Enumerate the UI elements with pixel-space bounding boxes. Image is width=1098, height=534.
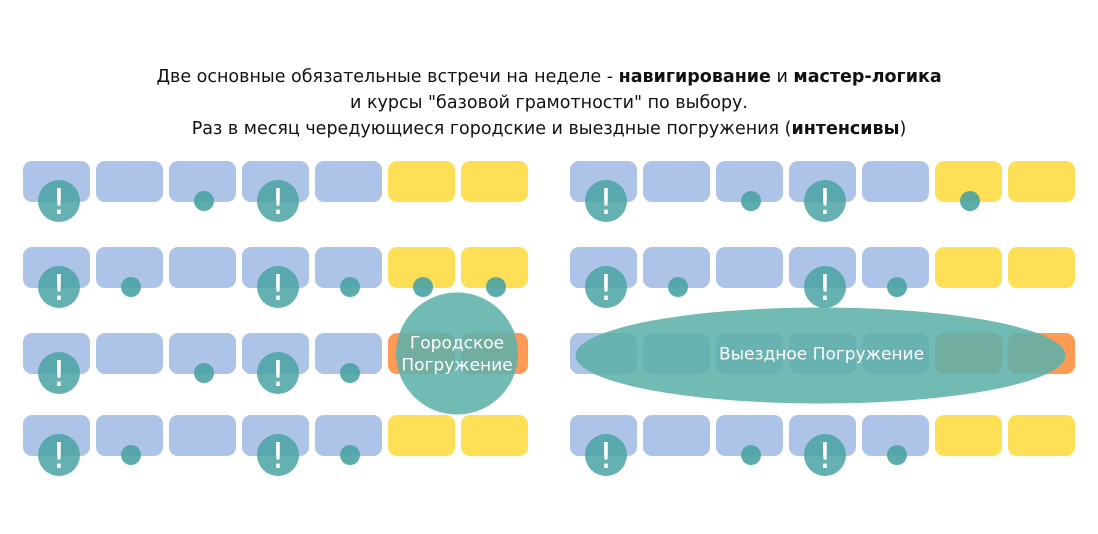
day-cell-weekday: [315, 333, 382, 374]
day-cell-weekday: [315, 415, 382, 456]
day-cell-weekday: [169, 247, 236, 288]
mandatory-meeting-marker: [257, 266, 299, 308]
day-cell-weekday: [96, 247, 163, 288]
day-cell-weekend: [388, 161, 455, 202]
exclamation-icon: !: [599, 182, 613, 223]
course-marker: [194, 191, 214, 211]
mandatory-meeting-marker: [804, 180, 846, 222]
exclamation-icon: !: [271, 436, 285, 477]
day-cell-weekday: [862, 247, 929, 288]
caption-text: ): [899, 119, 907, 139]
exclamation-icon: !: [52, 182, 66, 223]
course-marker: [340, 363, 360, 383]
day-cell-weekend: [1008, 415, 1075, 456]
course-marker: [741, 445, 761, 465]
city-immersion-circle: [396, 292, 518, 415]
exclamation-icon: !: [52, 436, 66, 477]
course-marker: [887, 277, 907, 297]
course-marker: [194, 363, 214, 383]
mandatory-meeting-marker: [257, 180, 299, 222]
exclamation-icon: !: [818, 268, 832, 309]
day-cell-weekday: [96, 415, 163, 456]
exclamation-icon: !: [271, 182, 285, 223]
day-cell-weekday: [169, 161, 236, 202]
immersion-label: Выездное Погружение: [719, 345, 924, 365]
mandatory-meeting-marker: [257, 434, 299, 476]
exclamation-icon: !: [818, 182, 832, 223]
day-cell-weekday: [96, 161, 163, 202]
field-immersion-ellipse: [575, 307, 1066, 404]
exclamation-icon: !: [818, 436, 832, 477]
mandatory-meeting-marker: [38, 266, 80, 308]
day-cell-weekday: [315, 161, 382, 202]
day-cell-weekday: [862, 161, 929, 202]
course-marker: [960, 191, 980, 211]
day-cell-weekday: [315, 247, 382, 288]
course-marker: [121, 445, 141, 465]
day-cell-weekend: [461, 415, 528, 456]
exclamation-icon: !: [599, 268, 613, 309]
mandatory-meeting-marker: [804, 434, 846, 476]
course-marker: [887, 445, 907, 465]
caption-text: Раз в месяц чередующиеся городские и вые…: [191, 119, 792, 139]
caption-line-3: Раз в месяц чередующиеся городские и вые…: [0, 116, 1098, 142]
caption-bold-master-logic: мастер-логика: [793, 67, 942, 87]
mandatory-meeting-marker: [38, 180, 80, 222]
day-cell-weekday: [716, 247, 783, 288]
day-cell-weekend: [935, 415, 1002, 456]
day-cell-weekend: [1008, 247, 1075, 288]
exclamation-icon: !: [599, 436, 613, 477]
caption-text: Две основные обязательные встречи на нед…: [156, 67, 619, 87]
day-cell-weekend: [461, 247, 528, 288]
day-cell-weekday: [643, 247, 710, 288]
day-cell-weekday: [643, 161, 710, 202]
caption: Две основные обязательные встречи на нед…: [0, 64, 1098, 142]
day-cell-weekday: [643, 415, 710, 456]
mandatory-meeting-marker: [585, 434, 627, 476]
exclamation-icon: !: [52, 354, 66, 395]
course-marker: [741, 191, 761, 211]
course-marker: [413, 277, 433, 297]
day-cell-weekday: [716, 161, 783, 202]
day-cell-weekend: [388, 415, 455, 456]
course-marker: [340, 277, 360, 297]
course-marker: [340, 445, 360, 465]
day-cell-weekday: [716, 415, 783, 456]
day-cell-weekend: [935, 161, 1002, 202]
caption-line-2: и курсы "базовой грамотности" по выбору.: [350, 93, 748, 113]
mandatory-meeting-marker: [38, 352, 80, 394]
day-cell-weekend: [388, 247, 455, 288]
caption-line-1: Две основные обязательные встречи на нед…: [0, 64, 1098, 90]
mandatory-meeting-marker: [585, 180, 627, 222]
exclamation-icon: !: [52, 268, 66, 309]
day-cell-weekend: [935, 247, 1002, 288]
day-cell-weekend: [461, 161, 528, 202]
course-marker: [486, 277, 506, 297]
exclamation-icon: !: [271, 354, 285, 395]
caption-bold-intensives: интенсивы: [791, 119, 900, 139]
day-cell-weekend: [1008, 161, 1075, 202]
course-marker: [121, 277, 141, 297]
day-cell-weekday: [96, 333, 163, 374]
day-cell-weekday: [169, 415, 236, 456]
caption-bold-navigation: навигирование: [618, 67, 771, 87]
day-cell-weekday: [169, 333, 236, 374]
day-cell-weekday: [862, 415, 929, 456]
mandatory-meeting-marker: [38, 434, 80, 476]
mandatory-meeting-marker: [804, 266, 846, 308]
mandatory-meeting-marker: [257, 352, 299, 394]
immersion-label: Городское: [410, 334, 504, 354]
course-marker: [668, 277, 688, 297]
caption-text: и: [770, 67, 794, 87]
immersion-label: Погружение: [401, 356, 512, 376]
exclamation-icon: !: [271, 268, 285, 309]
mandatory-meeting-marker: [585, 266, 627, 308]
